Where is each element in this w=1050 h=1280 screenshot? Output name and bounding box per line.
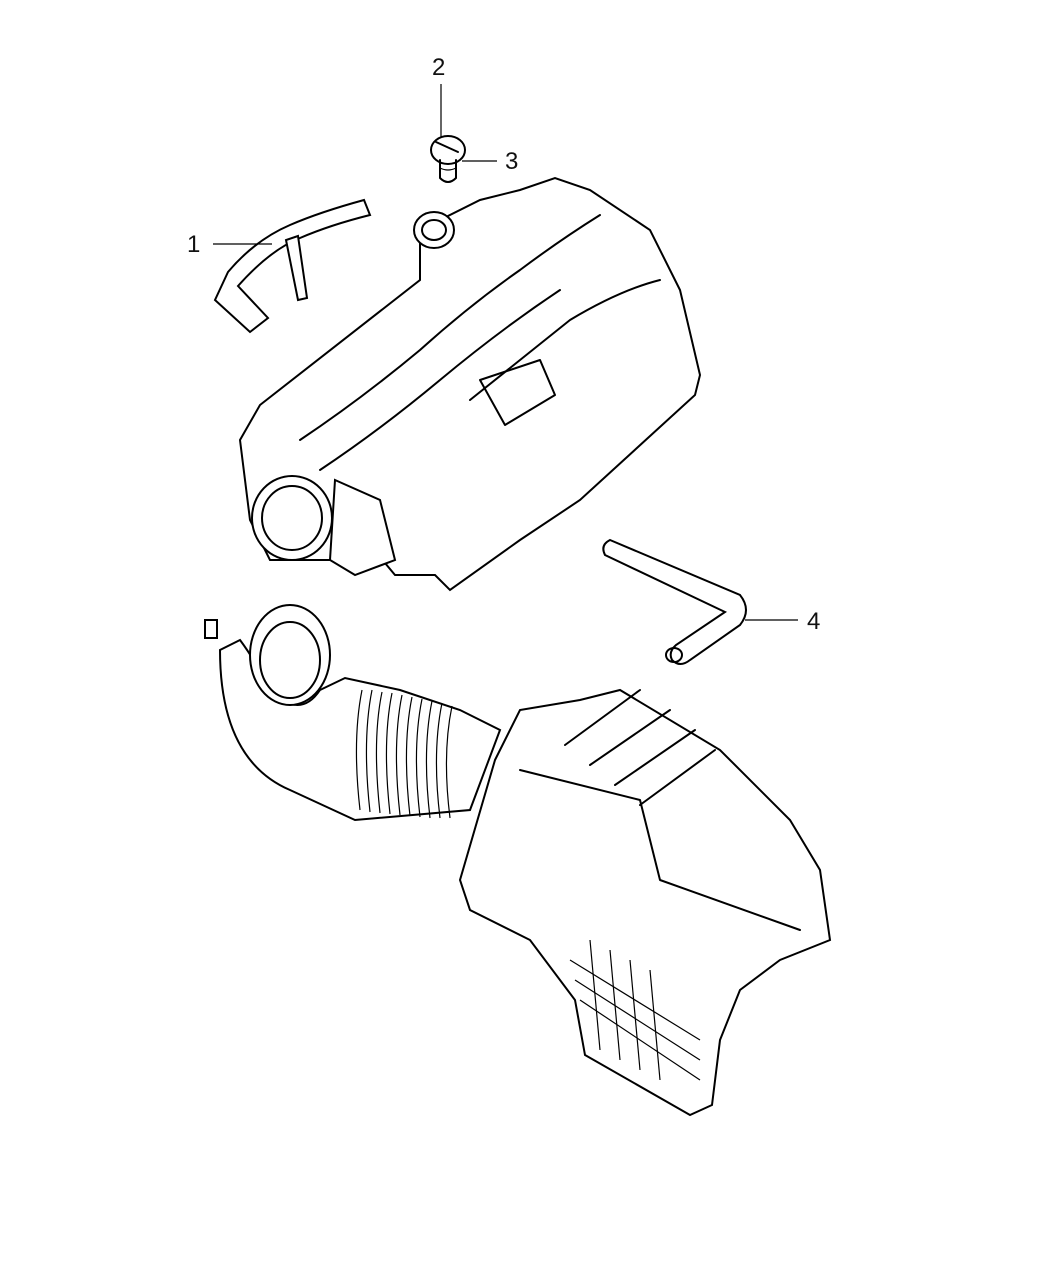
cap-part	[430, 135, 466, 183]
callout-2: 2	[432, 54, 446, 81]
hose-part-1	[213, 198, 372, 334]
intake-manifold	[238, 176, 702, 592]
air-cleaner-housing	[458, 688, 832, 1117]
hose-part-4	[602, 538, 798, 665]
air-inlet-duct	[204, 604, 502, 822]
callout-4: 4	[807, 608, 821, 635]
callout-1: 1	[187, 231, 201, 258]
callout-3: 3	[505, 148, 519, 175]
